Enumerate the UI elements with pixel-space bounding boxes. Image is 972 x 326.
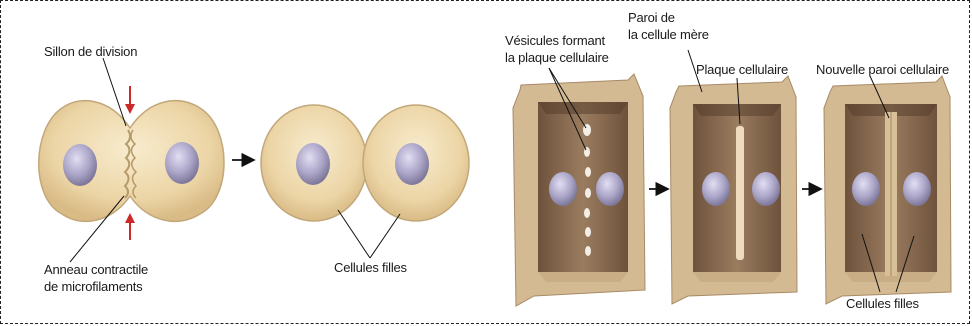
label-ring-line1: Anneau contractile (44, 262, 148, 277)
label-vesicles-line1: Vésicules formant (505, 33, 605, 48)
nucleus (596, 172, 624, 206)
nucleus (165, 142, 199, 184)
plant-cell-plate (670, 76, 797, 304)
nucleus (852, 172, 880, 206)
daughters-leader (370, 214, 400, 258)
nucleus (752, 172, 780, 206)
label-new-wall: Nouvelle paroi cellulaire (816, 62, 949, 77)
daughter-animal-cells (261, 105, 469, 221)
nucleus (296, 143, 330, 185)
dividing-animal-cell (39, 101, 224, 222)
label-ring-line2: de microfilaments (44, 279, 142, 294)
label-plant-daughters: Cellules filles (846, 296, 919, 311)
label-furrow: Sillon de division (44, 44, 137, 59)
label-animal-daughters: Cellules filles (334, 260, 407, 275)
nucleus (903, 172, 931, 206)
label-wall-line1: Paroi de (628, 10, 675, 25)
daughters-leader (338, 210, 370, 258)
cell-plate (736, 126, 744, 260)
label-vesicles-line2: la plaque cellulaire (505, 50, 609, 65)
nucleus (63, 144, 97, 186)
nucleus (395, 143, 429, 185)
nucleus (549, 172, 577, 206)
plant-cell-new-wall (824, 76, 951, 304)
label-wall-line2: la cellule mère (628, 27, 709, 42)
label-plate: Plaque cellulaire (696, 62, 788, 77)
nucleus (702, 172, 730, 206)
plant-cell-vesicles (513, 74, 645, 306)
